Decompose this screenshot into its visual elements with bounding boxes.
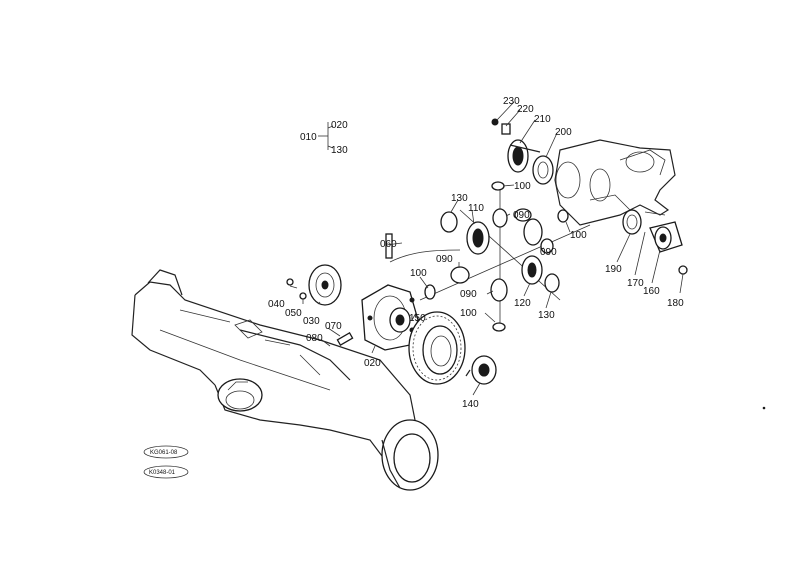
label-160: 160 xyxy=(643,286,660,297)
label-170: 170 xyxy=(627,278,644,289)
label-130-right: 130 xyxy=(538,310,555,321)
label-130-ref: 130 xyxy=(331,145,348,156)
label-100-top: 100 xyxy=(514,181,531,192)
differential-pinions xyxy=(419,181,591,332)
label-090-top: 090 xyxy=(513,210,530,221)
label-100-right: 100 xyxy=(570,230,587,241)
label-100-bottom: 100 xyxy=(460,308,477,319)
reference-codes: KG061-08 K0348-01 xyxy=(143,445,189,479)
stray-dot xyxy=(762,406,766,410)
ring-gear xyxy=(408,311,466,385)
label-080: 080 xyxy=(306,333,323,344)
label-130-left: 130 xyxy=(451,193,468,204)
bolt-180 xyxy=(678,265,688,275)
shaft-guide-line xyxy=(389,249,461,263)
label-100-left: 100 xyxy=(410,268,427,279)
axle-housing xyxy=(131,269,439,491)
leader-lines xyxy=(289,101,684,396)
label-020-ref: 020 xyxy=(331,120,348,131)
label-180: 180 xyxy=(667,298,684,309)
label-140: 140 xyxy=(462,399,479,410)
label-090-right: 090 xyxy=(540,247,557,258)
gear-case xyxy=(554,139,676,226)
label-040: 040 xyxy=(268,299,285,310)
ref-code-1: KG061-08 xyxy=(150,450,178,456)
label-030: 030 xyxy=(303,316,320,327)
diff-cover-030 xyxy=(308,264,342,306)
bolt-040 xyxy=(286,278,294,286)
pin-060 xyxy=(385,233,393,259)
label-070: 070 xyxy=(325,321,342,332)
label-200: 200 xyxy=(555,127,572,138)
label-120: 120 xyxy=(514,298,531,309)
label-020: 020 xyxy=(364,358,381,369)
label-050: 050 xyxy=(285,308,302,319)
differential-case xyxy=(361,284,419,351)
bearing-140 xyxy=(465,355,497,385)
bearing-190 xyxy=(622,209,642,235)
label-230: 230 xyxy=(503,96,520,107)
label-090-bottom: 090 xyxy=(460,289,477,300)
pinion-gear xyxy=(507,139,541,173)
ref-code-2: K0348-01 xyxy=(149,470,176,476)
label-190: 190 xyxy=(605,264,622,275)
label-090-left: 090 xyxy=(436,254,453,265)
callout-labels: 010 020 130 230 220 210 200 100 130 110 … xyxy=(268,96,684,410)
label-150: 150 xyxy=(409,313,426,324)
label-210: 210 xyxy=(534,114,551,125)
label-010: 010 xyxy=(300,132,317,143)
washer-050 xyxy=(299,292,307,300)
pin-070 xyxy=(336,332,354,346)
label-060: 060 xyxy=(380,239,397,250)
label-220: 220 xyxy=(517,104,534,115)
washer-220 xyxy=(501,123,511,135)
bearing-200 xyxy=(532,155,554,185)
label-110: 110 xyxy=(468,203,484,214)
flange-160 xyxy=(649,221,683,253)
bolt-230 xyxy=(491,118,499,126)
